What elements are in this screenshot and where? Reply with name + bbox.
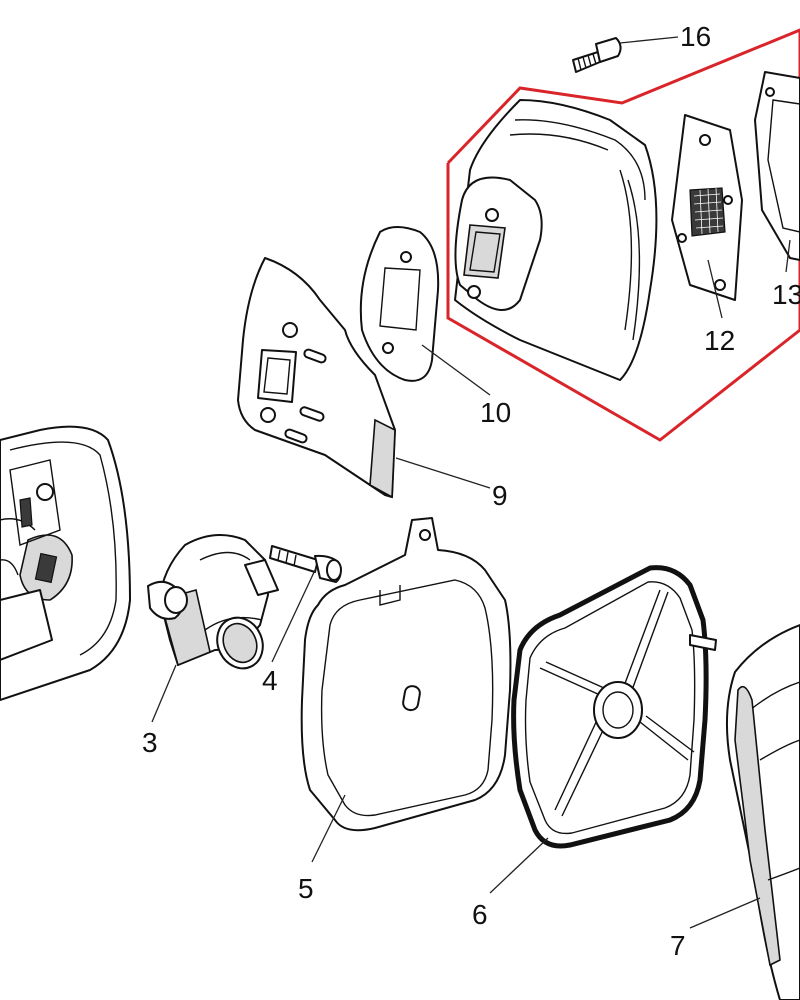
part-3-adapter [147,534,279,670]
part-16-bolt [572,37,622,73]
part-7-cover [725,624,800,1000]
callout-5: 5 [298,873,314,904]
callout-9: 9 [492,480,508,511]
callout-3: 3 [142,727,158,758]
callout-13: 13 [772,279,800,310]
part-10-gasket [359,226,440,382]
leader-lines [151,36,791,929]
callout-6: 6 [472,899,488,930]
callout-4: 4 [262,665,278,696]
callout-16: 16 [680,21,711,52]
part-6-filter [511,565,717,849]
callout-7: 7 [670,930,686,961]
part-5-filter-frame [300,517,512,832]
callout-10: 10 [480,397,511,428]
callout-labels: 16 13 12 10 9 4 3 5 6 7 [142,21,800,961]
callout-12: 12 [704,325,735,356]
muffler-body [454,99,658,381]
part-9-heat-shield [237,257,396,499]
part-4-screw [269,545,342,583]
part-12-screen-plate [671,114,743,301]
part-13-gasket [754,71,800,261]
engine-housing [0,425,131,701]
highlight-boundary [446,28,800,442]
